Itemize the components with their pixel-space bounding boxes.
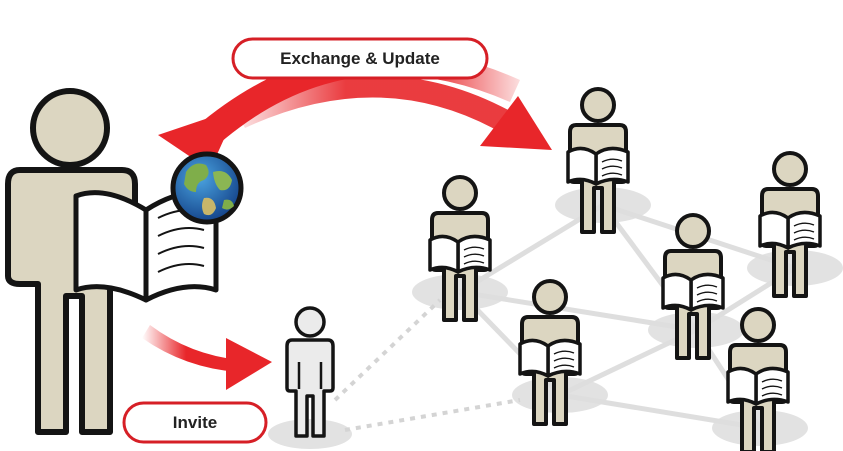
invite-label-pill [122, 401, 268, 444]
invite-edges [333, 298, 521, 432]
invitee-person [285, 306, 335, 438]
node-shadow [268, 419, 352, 449]
main-person [5, 88, 244, 435]
network-edge [558, 327, 698, 398]
invite-edge [333, 298, 442, 402]
network-edge [458, 202, 605, 295]
exchange-label-text: Exchange & Update [280, 49, 440, 68]
network-edge [459, 289, 697, 333]
person-icon [285, 306, 335, 438]
arrow-icon [235, 75, 512, 132]
invite-label-text: Invite [173, 413, 217, 432]
invite-label: Invite [122, 401, 268, 444]
invite-arrow-head [226, 338, 272, 390]
arrow-head-right [480, 96, 552, 150]
invite-edge [344, 398, 521, 432]
main-person-head [30, 88, 110, 168]
exchange-label: Exchange & Update [231, 37, 489, 80]
arrow-icon [142, 325, 240, 372]
invite-arrow [142, 325, 272, 390]
exchange-label-pill [231, 37, 489, 80]
network-edge [559, 392, 761, 431]
arrow-head-left [158, 108, 238, 170]
globe-icon [170, 151, 244, 225]
